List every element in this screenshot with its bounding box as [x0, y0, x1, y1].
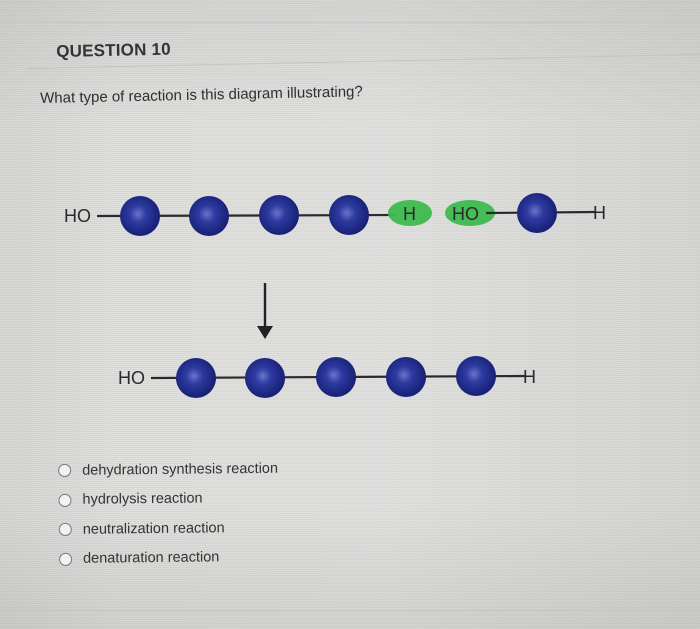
top-monomer: [120, 196, 160, 236]
bottom-h-label: H: [523, 367, 536, 387]
top-ho2-label: HO: [452, 204, 479, 224]
answer-label: denaturation reaction: [82, 549, 220, 567]
bottom-chain: HO H: [118, 356, 536, 398]
bottom-monomer: [316, 357, 356, 397]
top-divider: [0, 0, 700, 23]
bottom-monomer: [176, 358, 216, 398]
water-ho-highlight: [445, 200, 495, 226]
answer-option[interactable]: hydrolysis reaction: [58, 483, 278, 515]
top-ho-label: HO: [64, 206, 91, 226]
top-monomer: [329, 195, 369, 235]
bottom-ho-label: HO: [118, 368, 145, 388]
answer-option[interactable]: denaturation reaction: [59, 542, 279, 574]
answer-label: hydrolysis reaction: [82, 490, 203, 508]
radio-button[interactable]: [59, 552, 73, 566]
answer-options: dehydration synthesis reaction hydrolysi…: [58, 454, 279, 574]
top-monomer: [259, 195, 299, 235]
radio-button[interactable]: [58, 464, 72, 478]
bottom-divider: [0, 610, 700, 611]
answer-option[interactable]: dehydration synthesis reaction: [58, 454, 278, 486]
water-h-highlight: [388, 200, 432, 226]
answer-label: neutralization reaction: [82, 520, 225, 538]
bottom-monomer: [456, 356, 496, 396]
top-monomer: [189, 196, 229, 236]
radio-button[interactable]: [58, 523, 72, 537]
answer-option[interactable]: neutralization reaction: [58, 513, 279, 545]
single-monomer: [517, 193, 557, 233]
bottom-monomer: [386, 357, 426, 397]
radio-button[interactable]: [58, 493, 72, 507]
top-h2-label: H: [593, 203, 606, 223]
top-chain: HO H HO H: [64, 193, 606, 236]
reaction-arrow: [257, 283, 273, 339]
answer-label: dehydration synthesis reaction: [82, 460, 279, 479]
bottom-monomer: [245, 358, 285, 398]
top-h-label: H: [403, 204, 416, 224]
